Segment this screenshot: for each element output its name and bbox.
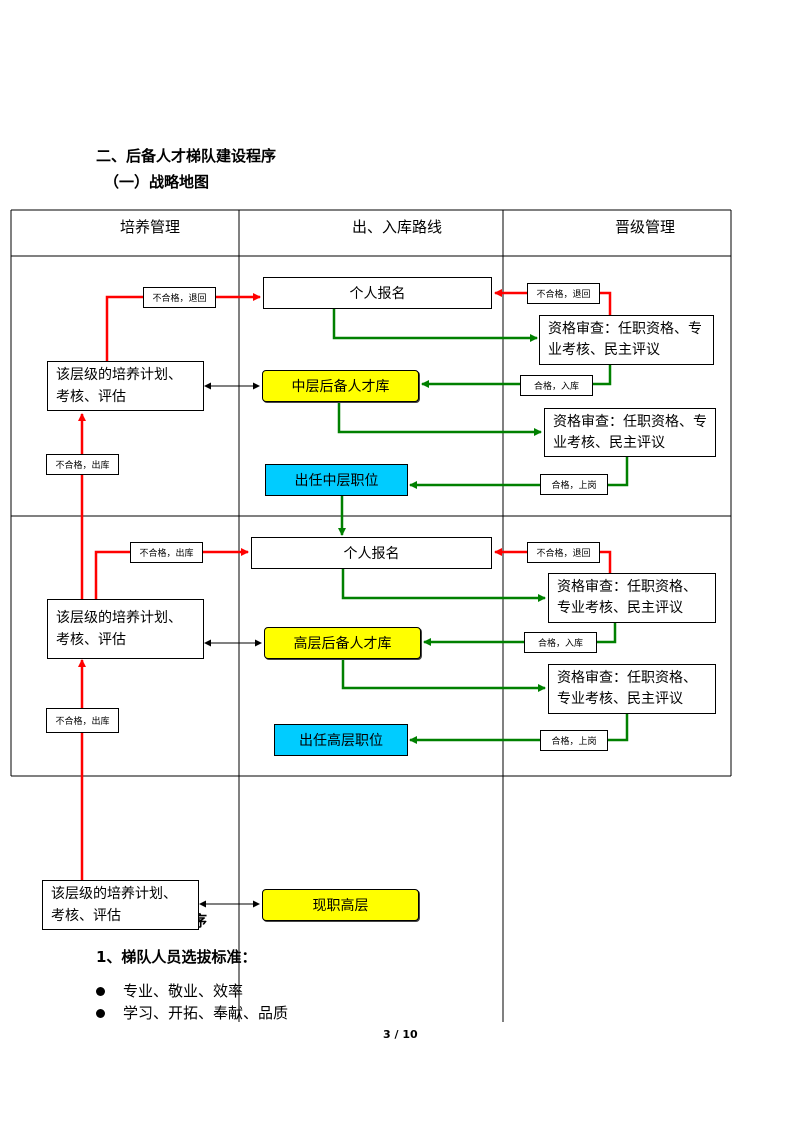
- list-item: 专业、敬业、效率: [96, 980, 243, 1001]
- signup-box-middle: 个人报名: [263, 277, 492, 309]
- senior-post-box: 出任高层职位: [274, 724, 408, 756]
- qualification-review-box: 资格审查：任职资格、专业考核、民主评议: [548, 573, 716, 623]
- signup-box-senior: 个人报名: [251, 537, 492, 569]
- qualification-review-box: 资格审查：任职资格、专业考核、民主评议: [539, 315, 714, 365]
- training-plan-box: 该层级的培养计划、考核、评估: [47, 361, 204, 411]
- bullet-icon: [96, 1009, 105, 1018]
- column-heading-route: 出、入库路线: [352, 218, 443, 236]
- qualification-review-box: 资格审查：任职资格、专业考核、民主评议: [544, 408, 716, 457]
- list-item-text: 学习、开拓、奉献、品质: [123, 1004, 289, 1022]
- current-senior-box: 现职高层: [262, 889, 419, 921]
- list-item-text: 专业、敬业、效率: [123, 982, 244, 1000]
- fail-return-tag: 不合格，退回: [143, 287, 216, 308]
- column-heading-promotion: 晋级管理: [615, 218, 676, 236]
- selection-criteria-title: 1、梯队人员选拔标准：: [96, 948, 257, 966]
- pass-enter-pool-tag: 合格，入库: [520, 375, 593, 396]
- middle-talent-pool-box: 中层后备人才库: [262, 370, 419, 402]
- column-heading-training: 培养管理: [120, 218, 181, 236]
- table-grid: [10, 209, 732, 1022]
- training-plan-box: 该层级的培养计划、考核、评估: [42, 880, 199, 930]
- fail-return-tag: 不合格，退回: [527, 542, 600, 563]
- senior-talent-pool-box: 高层后备人才库: [264, 627, 421, 659]
- subsection-heading: （一）战略地图: [104, 173, 210, 191]
- list-item: 学习、开拓、奉献、品质: [96, 1002, 288, 1023]
- pass-enter-pool-tag: 合格，入库: [524, 632, 597, 653]
- training-plan-box: 该层级的培养计划、考核、评估: [47, 599, 204, 659]
- bullet-icon: [96, 987, 105, 996]
- pass-take-post-tag: 合格，上岗: [540, 730, 608, 751]
- fail-return-tag: 不合格，退回: [527, 283, 600, 304]
- green-arrows: [332, 309, 629, 744]
- fail-exit-pool-tag: 不合格，出库: [130, 542, 203, 563]
- fail-exit-pool-tag: 不合格，出库: [46, 708, 119, 733]
- double-arrows: [199, 382, 262, 908]
- page-number: 3 / 10: [383, 1028, 418, 1041]
- fail-exit-pool-tag: 不合格，出库: [46, 454, 119, 475]
- pass-take-post-tag: 合格，上岗: [540, 474, 608, 495]
- middle-post-box: 出任中层职位: [265, 464, 408, 496]
- qualification-review-box: 资格审查：任职资格、专业考核、民主评议: [548, 664, 716, 714]
- section-heading: 二、后备人才梯队建设程序: [96, 147, 277, 165]
